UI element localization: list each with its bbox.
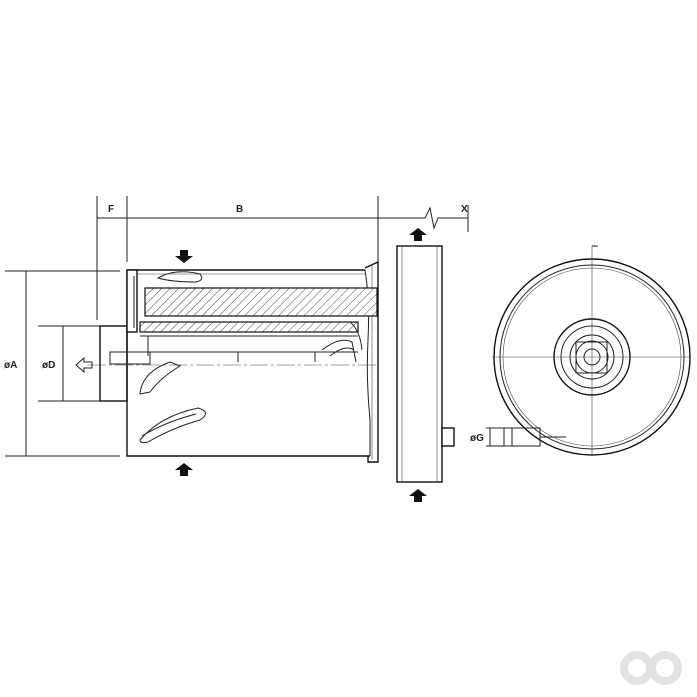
arrow-up-filled-icon — [175, 463, 193, 476]
dimension-left: øA øD — [4, 270, 120, 457]
filter-section-view — [88, 260, 379, 463]
arrow-up-filled-icon — [409, 228, 427, 241]
dim-label-f: F — [108, 204, 114, 215]
dimension-top: F B X — [96, 196, 469, 320]
dim-label-b: B — [236, 204, 243, 215]
dim-label-g: øG — [470, 433, 484, 444]
arrow-up-filled-icon — [409, 489, 427, 502]
filter-end-view: øG — [470, 245, 691, 456]
dim-label-a: øA — [4, 360, 17, 371]
dim-label-x: X — [461, 204, 468, 215]
arrow-left-outline-icon — [75, 356, 93, 374]
arrow-down-filled-icon — [175, 250, 193, 263]
brand-logo-icon — [620, 651, 682, 685]
filter-side-elevation — [396, 245, 455, 483]
dim-label-d: øD — [42, 360, 55, 371]
flow-arrows — [75, 228, 427, 502]
